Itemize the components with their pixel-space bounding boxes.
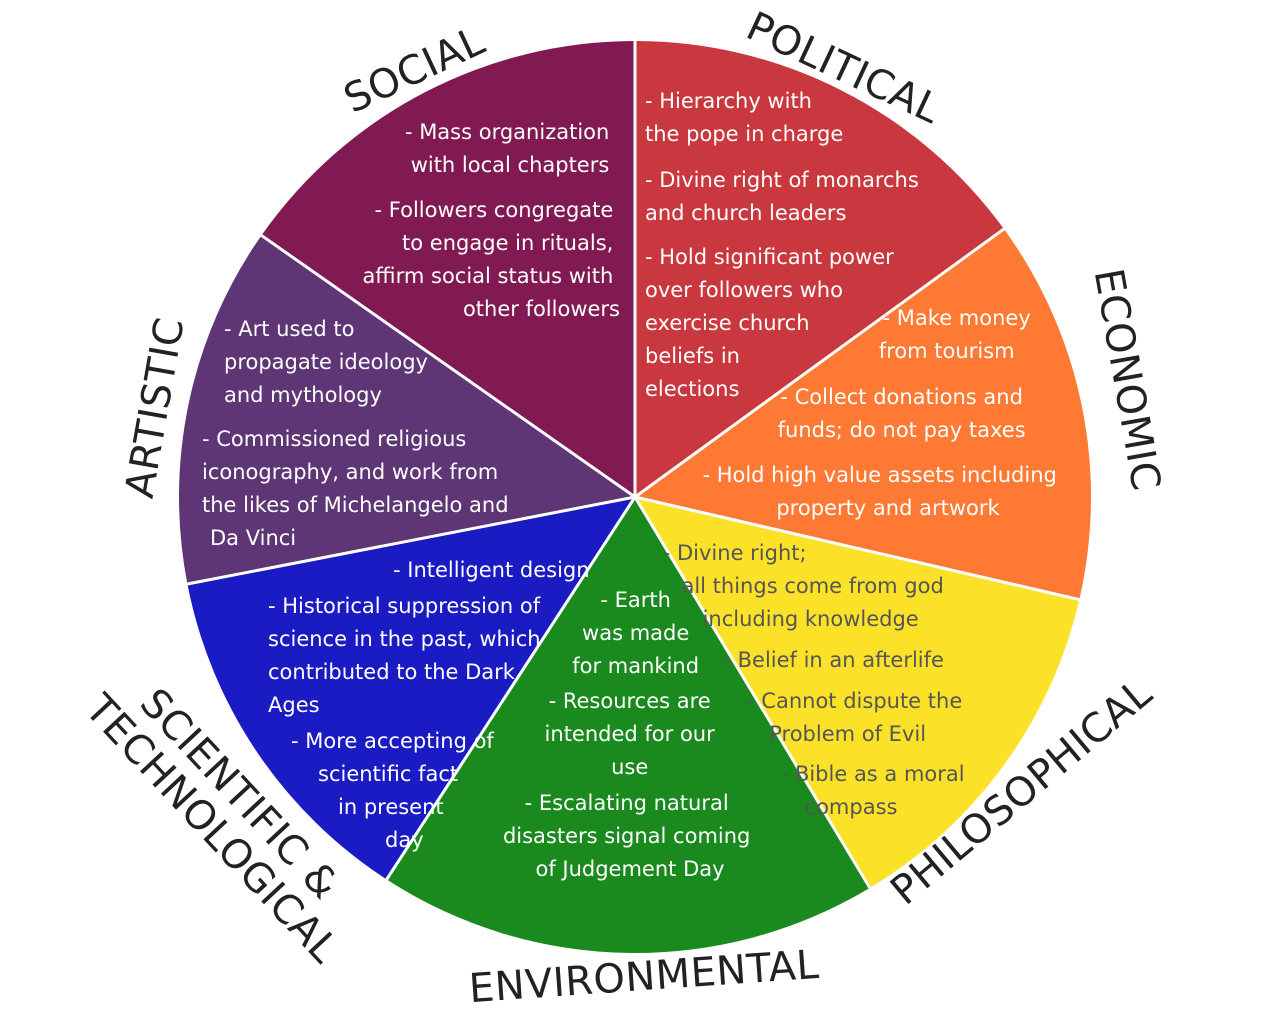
political-slice <box>635 41 1004 497</box>
environmental-text: - Earth was made for mankind - Resources… <box>503 588 757 881</box>
social-line: to engage in rituals, <box>402 231 613 255</box>
scientific-line: - Historical suppression of <box>268 594 541 618</box>
economic-line: property and artwork <box>776 496 1000 520</box>
slice-divider <box>633 496 872 889</box>
philosophical-line: Problem of Evil <box>769 722 926 746</box>
philosophical-line: compass <box>805 795 898 819</box>
artistic-line: the likes of Michelangelo and <box>202 493 509 517</box>
social-line: - Mass organization <box>405 120 609 144</box>
philosophical-line: all things come from god <box>681 574 943 598</box>
slice-divider <box>385 496 637 881</box>
environmental-line: was made <box>582 621 689 645</box>
political-line: - Hold significant power <box>645 245 894 269</box>
artistic-text: - Art used to propagate ideology and myt… <box>202 317 515 550</box>
philosophical-slice <box>635 497 1080 888</box>
economic-line: funds; do not pay taxes <box>778 418 1026 442</box>
political-line: elections <box>645 377 739 401</box>
scientific-line: contributed to the Dark <box>268 660 516 684</box>
scientific-line: science in the past, which <box>268 627 541 651</box>
social-text: - Mass organization with local chapters … <box>362 120 620 321</box>
economic-line: - Collect donations and <box>780 385 1023 409</box>
environmental-line: - Resources are <box>549 689 711 713</box>
philosophical-line: - Divine right; <box>663 541 807 565</box>
economic-line: from tourism <box>879 339 1015 363</box>
slice-divider <box>260 234 636 499</box>
social-slice <box>261 41 635 497</box>
artistic-slice <box>179 235 635 585</box>
political-line: exercise church <box>645 311 810 335</box>
artistic-line: propagate ideology <box>224 350 428 374</box>
slice-divider <box>634 495 1080 602</box>
wheel-dividers <box>187 41 1080 889</box>
slice-divider <box>634 227 1005 499</box>
social-line: - Followers congregate <box>375 198 614 222</box>
artistic-line: Da Vinci <box>210 526 296 550</box>
scientific-line: - Intelligent design <box>393 558 590 582</box>
political-line: beliefs in <box>645 344 740 368</box>
social-line: affirm social status with <box>362 264 613 288</box>
wheel-slices <box>179 41 1091 953</box>
economic-slice <box>635 228 1091 600</box>
political-line: and church leaders <box>645 201 847 225</box>
political-line: the pope in charge <box>645 122 843 146</box>
environmental-line: for mankind <box>572 654 699 678</box>
philosophical-line: including knowledge <box>703 607 919 631</box>
slice-divider <box>187 495 636 586</box>
social-line: with local chapters <box>411 153 610 177</box>
scientific-line: day <box>385 828 424 852</box>
scientific-line: - More accepting of <box>291 729 494 753</box>
political-line: - Divine right of monarchs <box>645 168 919 192</box>
social-line: other followers <box>463 297 620 321</box>
artistic-line: - Art used to <box>224 317 354 341</box>
artistic-line: - Commissioned religious <box>202 427 466 451</box>
political-line: - Hierarchy with <box>645 89 812 113</box>
economic-text: - Make money from tourism - Collect dona… <box>702 306 1063 520</box>
philosophical-text: - Divine right; all things come from god… <box>663 541 972 819</box>
philosophical-line: - Belief in an afterlife <box>723 648 944 672</box>
philosophical-line: - Bible as a moral <box>781 762 965 786</box>
scientific-text: - Intelligent design - Historical suppre… <box>268 558 596 852</box>
environmental-line: intended for our <box>545 722 716 746</box>
scientific-line: scientific fact <box>318 762 458 786</box>
environmental-line: use <box>611 755 648 779</box>
economic-line: - Make money <box>883 306 1031 330</box>
artistic-line: and mythology <box>224 383 382 407</box>
environmental-line: - Earth <box>600 588 671 612</box>
scientific-line: Ages <box>268 693 320 717</box>
environmental-slice <box>386 497 870 953</box>
political-line: over followers who <box>645 278 843 302</box>
environmental-line: of Judgement Day <box>535 857 724 881</box>
environmental-line: - Escalating natural <box>525 791 729 815</box>
artistic-line: iconography, and work from <box>202 460 498 484</box>
political-text: - Hierarchy with the pope in charge - Di… <box>645 89 926 401</box>
scientific-slice <box>187 497 636 880</box>
scientific-line: in present <box>338 795 444 819</box>
label-economic: ECONOMIC <box>1085 265 1169 494</box>
economic-line: - Hold high value assets including <box>702 463 1056 487</box>
philosophical-line: - Cannot dispute the <box>747 689 962 713</box>
environmental-line: disasters signal coming <box>503 824 750 848</box>
